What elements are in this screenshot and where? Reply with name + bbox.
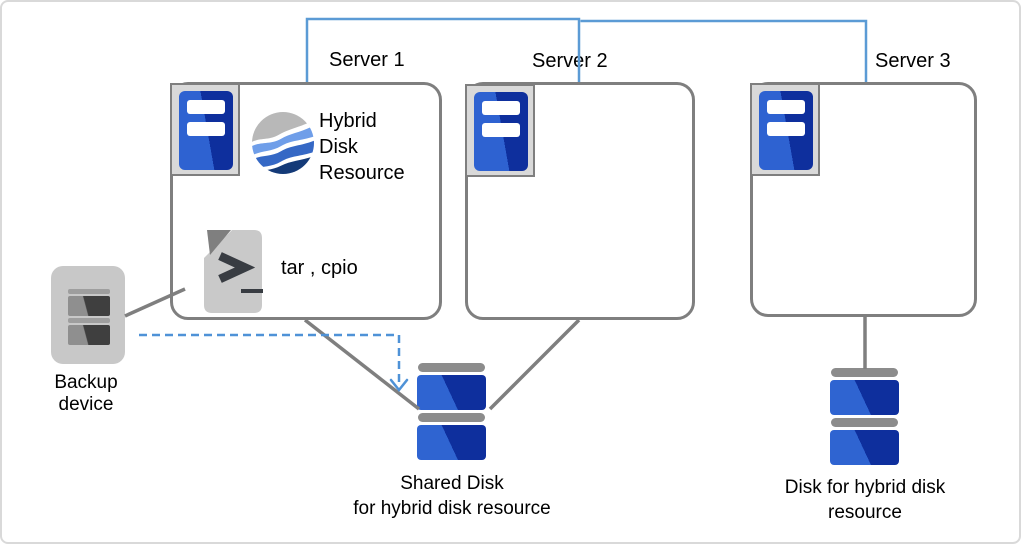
server-tower-glyph xyxy=(474,92,528,171)
server-icon xyxy=(170,83,240,176)
server-icon xyxy=(750,83,820,176)
terminal-file-icon xyxy=(202,227,266,317)
server1-label: Server 1 xyxy=(329,49,405,71)
dashed-arrow-icon xyxy=(139,333,401,382)
hybrid-disk-resource-label: Hybrid Disk Resource xyxy=(319,110,405,184)
server2-label: Server 2 xyxy=(532,50,608,72)
hybrid-disk-resource-icon xyxy=(252,112,314,174)
dashed-arrow-head xyxy=(389,378,409,393)
server-tower-glyph xyxy=(179,91,233,170)
hybrid-disk-label: Disk for hybrid disk resource xyxy=(784,477,946,523)
server1-to-shared-disk-line xyxy=(303,318,421,411)
shared-disk-icon xyxy=(417,363,486,460)
backup-device-icon xyxy=(51,266,125,364)
server3-label: Server 3 xyxy=(875,50,951,72)
server-icon xyxy=(465,84,535,177)
server-tower-glyph xyxy=(759,91,813,170)
server2-to-shared-disk-line xyxy=(488,318,581,411)
backup-tools-label: tar , cpio xyxy=(281,257,358,279)
disk-icon xyxy=(830,368,899,465)
shared-disk-label: Shared Disk for hybrid disk resource xyxy=(353,473,551,519)
backup-device-label: Backup device xyxy=(54,372,118,415)
network-bus-line-2 xyxy=(580,19,868,82)
